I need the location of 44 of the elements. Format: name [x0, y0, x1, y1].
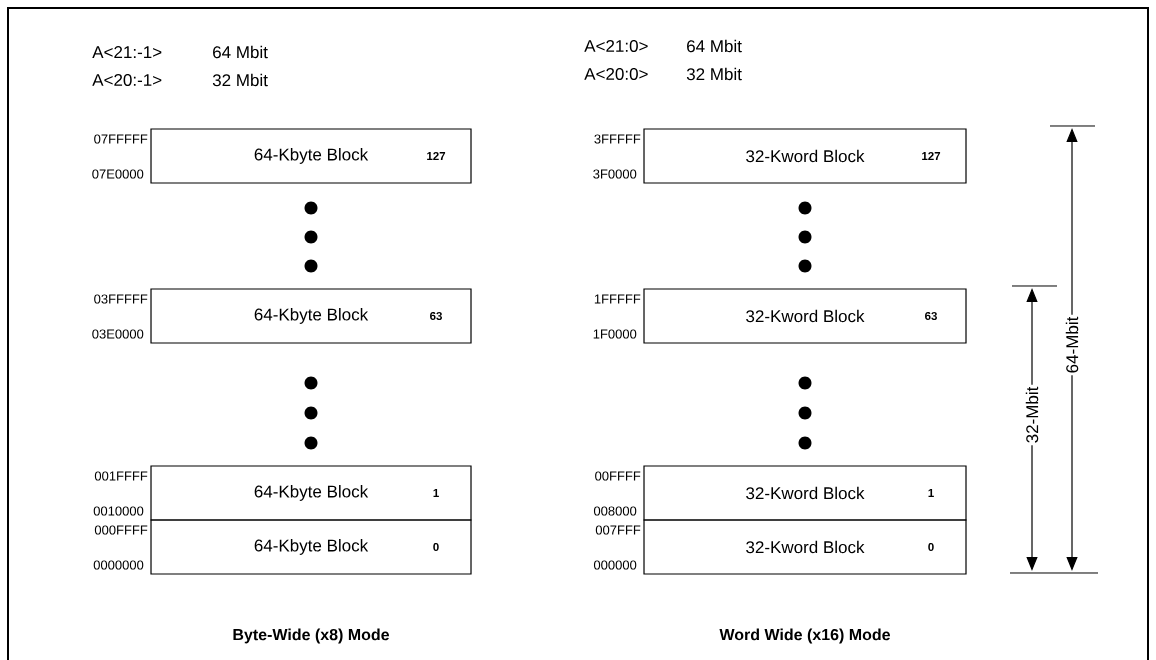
address-label: 0010000 [93, 506, 144, 516]
block-name: 64-Kbyte Block [254, 485, 369, 501]
density-label: 32 Mbit [212, 73, 268, 87]
block-number: 0 [433, 542, 439, 552]
address-label: 008000 [593, 506, 637, 516]
block-name: 32-Kword Block [746, 540, 865, 554]
address-label: 000FFFF [94, 525, 148, 535]
address-label: 3F0000 [593, 169, 637, 179]
block-name: 64-Kbyte Block [254, 148, 369, 164]
address-label: 07E0000 [92, 169, 144, 179]
address-label: 000000 [593, 560, 637, 570]
density-label: 32 Mbit [686, 67, 742, 81]
address-range-label: A<20:-1> [92, 73, 162, 86]
address-label: 0000000 [93, 560, 144, 570]
block-number: 0 [928, 542, 934, 552]
block-name: 64-Kbyte Block [254, 539, 369, 555]
block-number: 63 [430, 311, 442, 321]
mode-caption: Word Wide (x16) Mode [719, 628, 890, 644]
block-number: 127 [427, 151, 446, 160]
density-label: 64 Mbit [687, 39, 742, 53]
address-range-label: A<20:0> [584, 67, 648, 80]
address-label: 1FFFFF [594, 294, 641, 304]
address-label: 03FFFFF [94, 294, 148, 304]
address-label: 00FFFF [595, 471, 641, 481]
block-number: 63 [925, 311, 937, 321]
address-label: 007FFF [595, 525, 641, 535]
block-number: 1 [928, 489, 934, 497]
address-range-label: A<21:-1> [92, 46, 162, 58]
density-label: 64 Mbit [213, 45, 268, 59]
address-label: 03E0000 [92, 329, 144, 339]
block-name: 32-Kword Block [746, 149, 865, 163]
address-label: 001FFFF [94, 471, 148, 481]
address-range-label: A<21:0> [584, 39, 648, 52]
block-name: 32-Kword Block [746, 486, 865, 500]
block-number: 127 [922, 151, 941, 160]
block-name: 64-Kbyte Block [254, 308, 369, 324]
address-label: 3FFFFF [594, 134, 641, 144]
block-number: 1 [433, 489, 439, 497]
dimension-label: 64-Mbit [1063, 314, 1081, 376]
block-name: 32-Kword Block [746, 309, 865, 323]
dimension-label: 32-Mbit [1023, 384, 1041, 446]
mode-caption: Byte-Wide (x8) Mode [233, 628, 390, 644]
address-label: 07FFFFF [94, 134, 148, 144]
address-label: 1F0000 [593, 329, 637, 339]
